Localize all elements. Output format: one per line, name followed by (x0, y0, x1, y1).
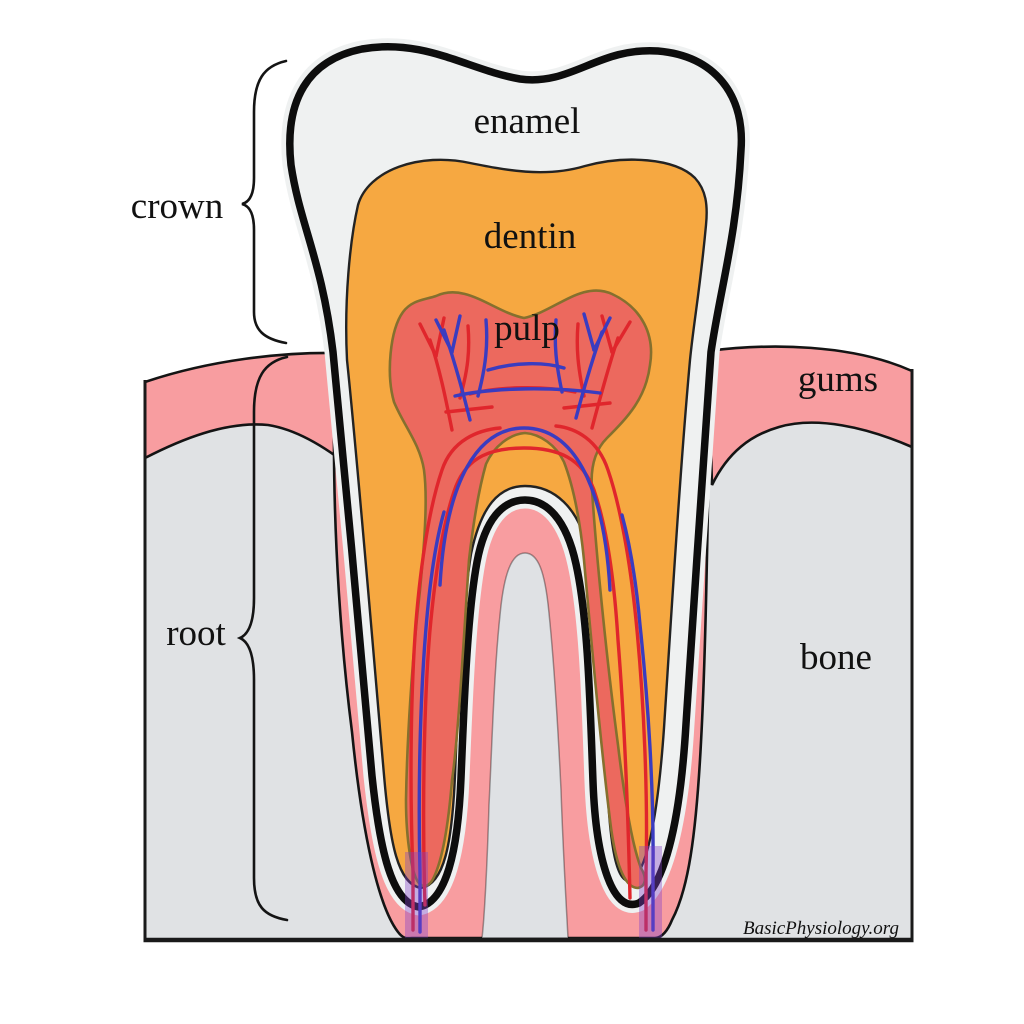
bone-borders (143, 369, 914, 943)
blue-vessel (592, 316, 612, 352)
enamel-label: enamel (474, 101, 581, 142)
crown-brace (241, 59, 288, 345)
blue-vessel (438, 426, 612, 592)
blue-vessel (434, 318, 454, 354)
red-vessels (409, 314, 649, 932)
red-vessel (418, 322, 438, 358)
left-exit-bundle (405, 852, 428, 938)
blue-vessel (553, 318, 564, 394)
red-vessel (409, 426, 502, 932)
red-vessel (610, 320, 632, 354)
exit-bundles (405, 846, 662, 938)
root-brace (236, 355, 289, 922)
blue-vessel (450, 314, 462, 354)
blue-vessels (417, 312, 655, 934)
right-exit-bundle (639, 846, 662, 938)
attribution-text: BasicPhysiology.org (743, 918, 899, 939)
gum-left-lobe (143, 351, 356, 474)
crown-label: crown (131, 186, 223, 227)
red-vessel (434, 316, 446, 358)
root-label: root (166, 613, 226, 654)
red-vessel (600, 314, 614, 354)
bone-label: bone (800, 637, 872, 678)
dentin-label: dentin (484, 216, 576, 257)
blue-vessel (476, 318, 489, 398)
gums-region (143, 345, 914, 486)
blue-vessel (582, 312, 596, 352)
gums-label: gums (798, 359, 878, 400)
pulp-label: pulp (494, 308, 560, 349)
gum-right-lobe (706, 345, 914, 486)
red-vessel (562, 401, 612, 410)
red-vessel (554, 424, 649, 932)
blue-vessel (417, 510, 446, 934)
red-vessel (421, 446, 632, 907)
blue-vessel (620, 513, 655, 932)
